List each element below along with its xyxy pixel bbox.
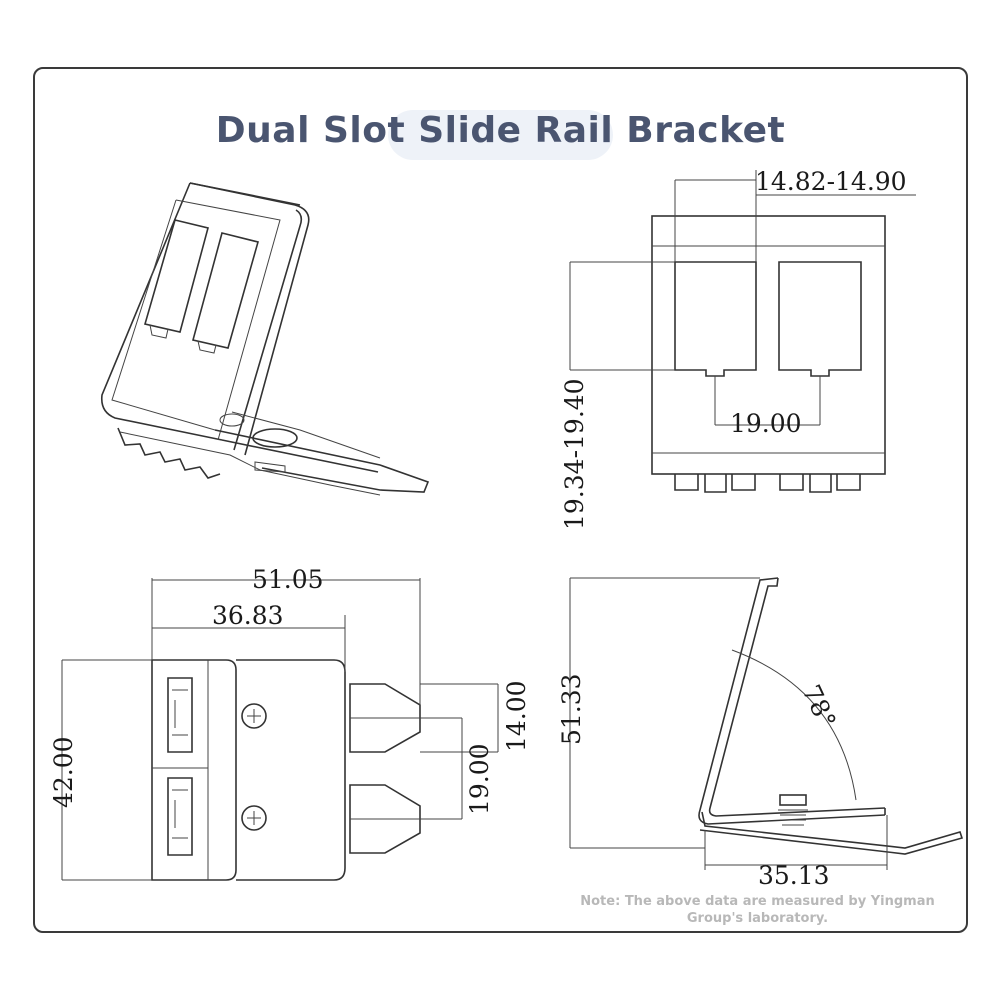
isometric-view — [100, 182, 430, 496]
dim-side-height: 51.33 — [557, 673, 586, 745]
dim-body-width: 36.83 — [212, 601, 284, 630]
dim-slot-width: 14.82-14.90 — [755, 167, 907, 196]
top-view — [569, 170, 916, 493]
title-highlight — [388, 110, 613, 160]
dim-connector-height: 14.00 — [502, 680, 531, 752]
dim-slot-height: 19.34-19.40 — [560, 378, 589, 530]
dim-base-length: 35.13 — [758, 861, 830, 890]
dim-top-pitch: 19.00 — [730, 409, 802, 438]
page-title: Dual Slot Slide Rail Bracket — [215, 110, 786, 151]
front-view — [61, 578, 499, 881]
side-view — [569, 577, 964, 870]
dim-side-angle: 78° — [797, 680, 842, 732]
dim-front-pitch: 19.00 — [465, 743, 494, 815]
dim-front-height: 42.00 — [49, 736, 78, 808]
measurement-note: Note: The above data are measured by Yin… — [580, 894, 935, 926]
dim-total-width: 51.05 — [252, 565, 324, 594]
drawing-frame — [33, 67, 968, 933]
